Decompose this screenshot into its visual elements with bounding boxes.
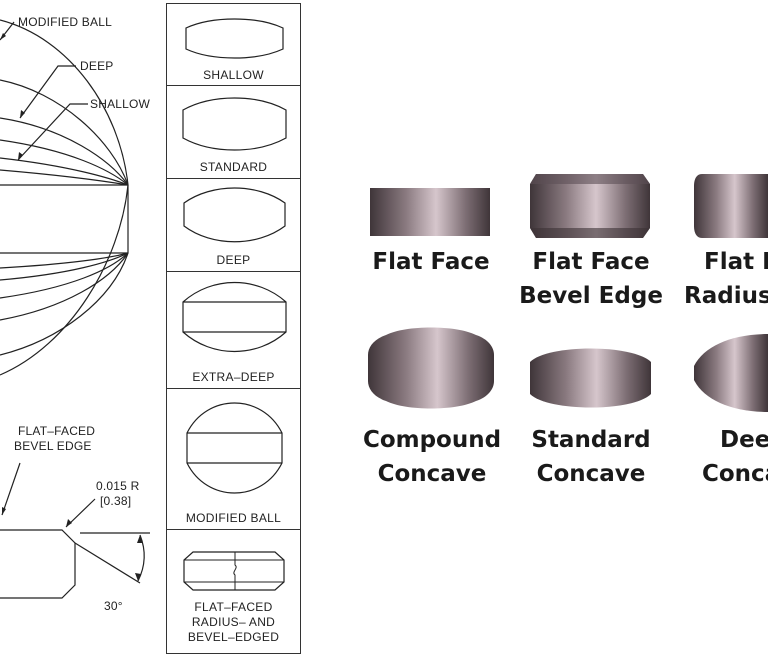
cup-arc (0, 252, 129, 356)
tablet-caption: Flat Face Bevel Edge (519, 249, 663, 309)
label-deep: DEEP (80, 59, 114, 73)
label-modified-ball: MODIFIED BALL (18, 15, 112, 29)
cup-arc (0, 252, 129, 321)
cup-arc (0, 252, 129, 269)
label-radius-metric: [0.38] (100, 494, 132, 508)
flat-faced-radius-bevel-profile (183, 551, 285, 591)
tablet-caption: Flat F Radius (684, 249, 768, 309)
profile-label: SHALLOW (203, 68, 264, 82)
deep-profile (183, 187, 286, 243)
profile-label: STANDARD (199, 160, 268, 174)
tablet-flat-face-radius (694, 174, 768, 238)
tablet-caption: Dee Conca (702, 427, 768, 487)
label-flat-faced: FLAT–FACED (18, 424, 96, 438)
modified-ball-profile (186, 402, 283, 494)
standard-profile (182, 97, 287, 151)
cup-arc (0, 252, 129, 299)
shallow-profile (185, 18, 284, 59)
profile-panel-modified-ball: MODIFIED BALL (166, 388, 301, 530)
leader-shallow (17, 103, 88, 161)
profile-panel-extra-deep: EXTRA–DEEP (166, 271, 301, 389)
modified-ball-arc (0, 19, 129, 376)
tablet-flat-face (370, 188, 490, 236)
profile-label: MODIFIED BALL (185, 511, 282, 525)
profile-label: BEVEL–EDGED (187, 630, 280, 644)
bevel-edge-detail (0, 462, 150, 599)
cup-arc (0, 117, 129, 186)
profile-panel-flat-faced-radius-bevel: FLAT–FACED RADIUS– AND BEVEL–EDGED (166, 529, 301, 654)
label-radius: 0.015 R (96, 479, 140, 493)
cup-arc (0, 169, 129, 186)
extra-deep-profile (182, 281, 287, 353)
label-shallow: SHALLOW (90, 97, 151, 111)
tablet-caption: Standard Concave (531, 427, 651, 487)
profile-label: RADIUS– AND (191, 615, 276, 629)
cup-depth-drawing (0, 19, 129, 376)
profile-panel-shallow: SHALLOW (166, 3, 301, 86)
tablet-caption: Flat Face (372, 249, 490, 275)
cup-arc (0, 252, 129, 281)
cup-arc (0, 157, 129, 186)
profile-label: FLAT–FACED (194, 600, 273, 614)
tablet-deep-concave (694, 334, 768, 412)
tablet-flat-face-bevel-edge (530, 174, 650, 238)
label-angle: 30° (104, 599, 123, 613)
profile-label: DEEP (216, 253, 251, 267)
profile-panel-standard: STANDARD (166, 85, 301, 179)
tablet-standard-concave (530, 348, 651, 408)
cup-arc (0, 139, 129, 186)
tablet-caption: Compound Concave (362, 427, 502, 487)
profile-panel-deep: DEEP (166, 178, 301, 272)
tablet-compound-concave (368, 327, 494, 409)
leader-deep (19, 65, 76, 119)
profile-label: EXTRA–DEEP (192, 370, 275, 384)
label-bevel-edge: BEVEL EDGE (14, 439, 92, 453)
cup-arc (0, 79, 129, 186)
